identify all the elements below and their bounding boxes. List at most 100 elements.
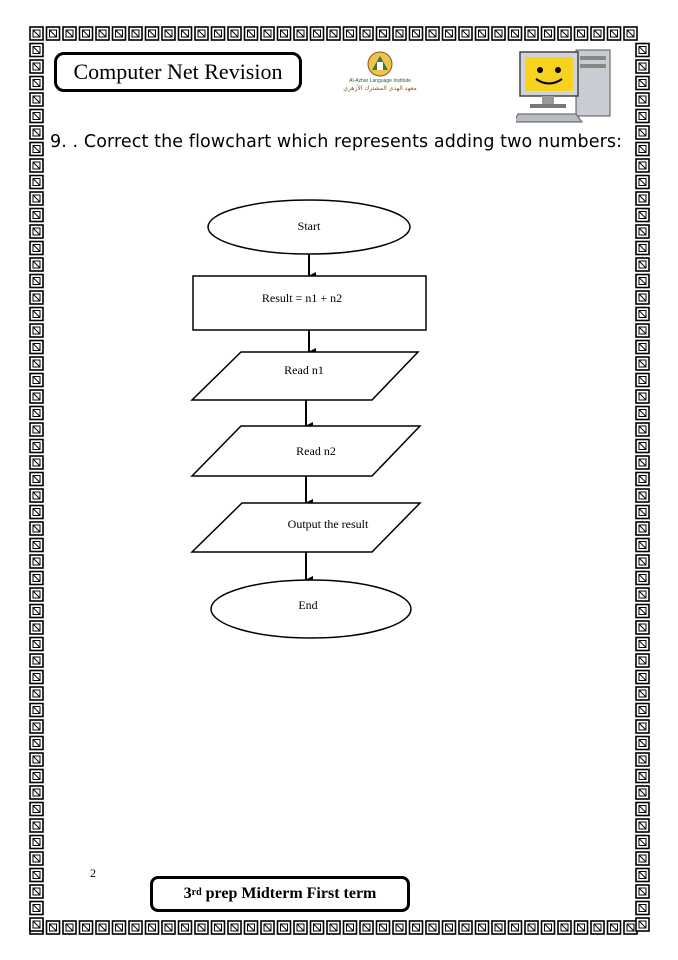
border-tile	[29, 26, 44, 41]
border-tile	[111, 26, 127, 41]
border-tile	[29, 339, 44, 355]
border-tile	[29, 884, 44, 899]
border-tile	[29, 686, 44, 701]
border-tile	[635, 603, 650, 619]
border-tile	[635, 768, 650, 784]
border-tile	[635, 785, 650, 800]
border-tile	[635, 537, 650, 553]
border-tile	[408, 920, 424, 935]
border-tile	[491, 26, 506, 41]
grade-suffix: rd	[191, 886, 202, 898]
border-tile	[29, 801, 44, 817]
border-tile	[29, 521, 44, 536]
border-tile	[29, 653, 44, 668]
border-tile	[635, 851, 650, 866]
border-tile	[635, 521, 650, 536]
border-tile	[144, 26, 160, 41]
border-tile	[635, 339, 650, 355]
border-tile	[29, 92, 44, 107]
border-tile	[29, 141, 44, 157]
border-tile	[177, 26, 193, 41]
border-tile	[276, 920, 292, 935]
computer-illustration-icon	[516, 49, 611, 123]
border-tile	[635, 438, 650, 454]
border-tile	[29, 306, 44, 322]
border-tile	[161, 26, 176, 41]
process-label: Result = n1 + n2	[262, 291, 342, 305]
border-tile	[144, 920, 160, 935]
start-label: Start	[298, 219, 321, 233]
logo-caption-arabic: معهد الهدى المشترك الأزهري	[343, 85, 417, 92]
border-tile	[458, 26, 473, 41]
page-number: 2	[90, 866, 96, 880]
input-read-n2	[190, 425, 422, 477]
border-tile	[635, 504, 650, 520]
border-tile	[29, 191, 44, 206]
border-tile	[128, 920, 143, 935]
border-tile	[635, 702, 650, 718]
border-tile	[29, 768, 44, 784]
border-tile	[635, 884, 650, 899]
border-tile	[635, 257, 650, 272]
border-tile	[29, 851, 44, 866]
border-tile	[29, 834, 44, 850]
border-tile	[375, 26, 391, 41]
border-tile	[309, 26, 325, 41]
border-tile	[635, 92, 650, 107]
border-tile	[635, 108, 650, 124]
border-tile	[128, 26, 143, 41]
border-tile	[210, 26, 226, 41]
border-tile	[243, 26, 259, 41]
border-tile	[29, 438, 44, 454]
institute-logo-icon	[367, 51, 393, 77]
border-tile	[635, 125, 650, 140]
input-read-n1	[190, 351, 420, 401]
border-tile	[425, 920, 440, 935]
border-tile	[635, 488, 650, 503]
border-tile	[29, 356, 44, 371]
border-tile	[474, 26, 490, 41]
border-tile	[29, 207, 44, 223]
border-tile	[95, 920, 110, 935]
footer-label-rest: prep Midterm First term	[201, 885, 377, 902]
border-tile	[29, 867, 44, 883]
border-tile	[635, 471, 650, 487]
border-tile	[635, 75, 650, 91]
border-tile	[635, 669, 650, 685]
border-tile	[635, 240, 650, 256]
border-tile	[635, 900, 650, 916]
border-tile	[635, 554, 650, 569]
end-terminal	[210, 579, 412, 639]
border-tile	[29, 405, 44, 421]
border-tile	[540, 26, 556, 41]
border-tile	[29, 158, 44, 173]
border-tile	[635, 455, 650, 470]
logo-caption-english: Al-Azhar Language Institute	[349, 78, 411, 84]
border-tile	[474, 920, 490, 935]
border-tile	[29, 785, 44, 800]
border-tile	[29, 323, 44, 338]
border-tile	[29, 752, 44, 767]
border-tile	[29, 570, 44, 586]
border-tile	[29, 719, 44, 734]
border-tile	[375, 920, 391, 935]
border-tile	[635, 290, 650, 305]
border-tile	[29, 125, 44, 140]
border-tile	[507, 26, 523, 41]
page-title: Computer Net Revision	[54, 52, 302, 92]
border-tile	[29, 240, 44, 256]
border-tile	[29, 900, 44, 916]
border-tile	[635, 570, 650, 586]
border-tile	[635, 191, 650, 206]
border-tile	[29, 818, 44, 833]
border-tile	[635, 158, 650, 173]
border-tile	[359, 26, 374, 41]
border-tile	[557, 920, 572, 935]
border-tile	[635, 917, 650, 932]
border-tile	[260, 920, 275, 935]
border-tile	[635, 422, 650, 437]
output-result-label: Output the result	[288, 517, 369, 531]
border-tile	[635, 834, 650, 850]
